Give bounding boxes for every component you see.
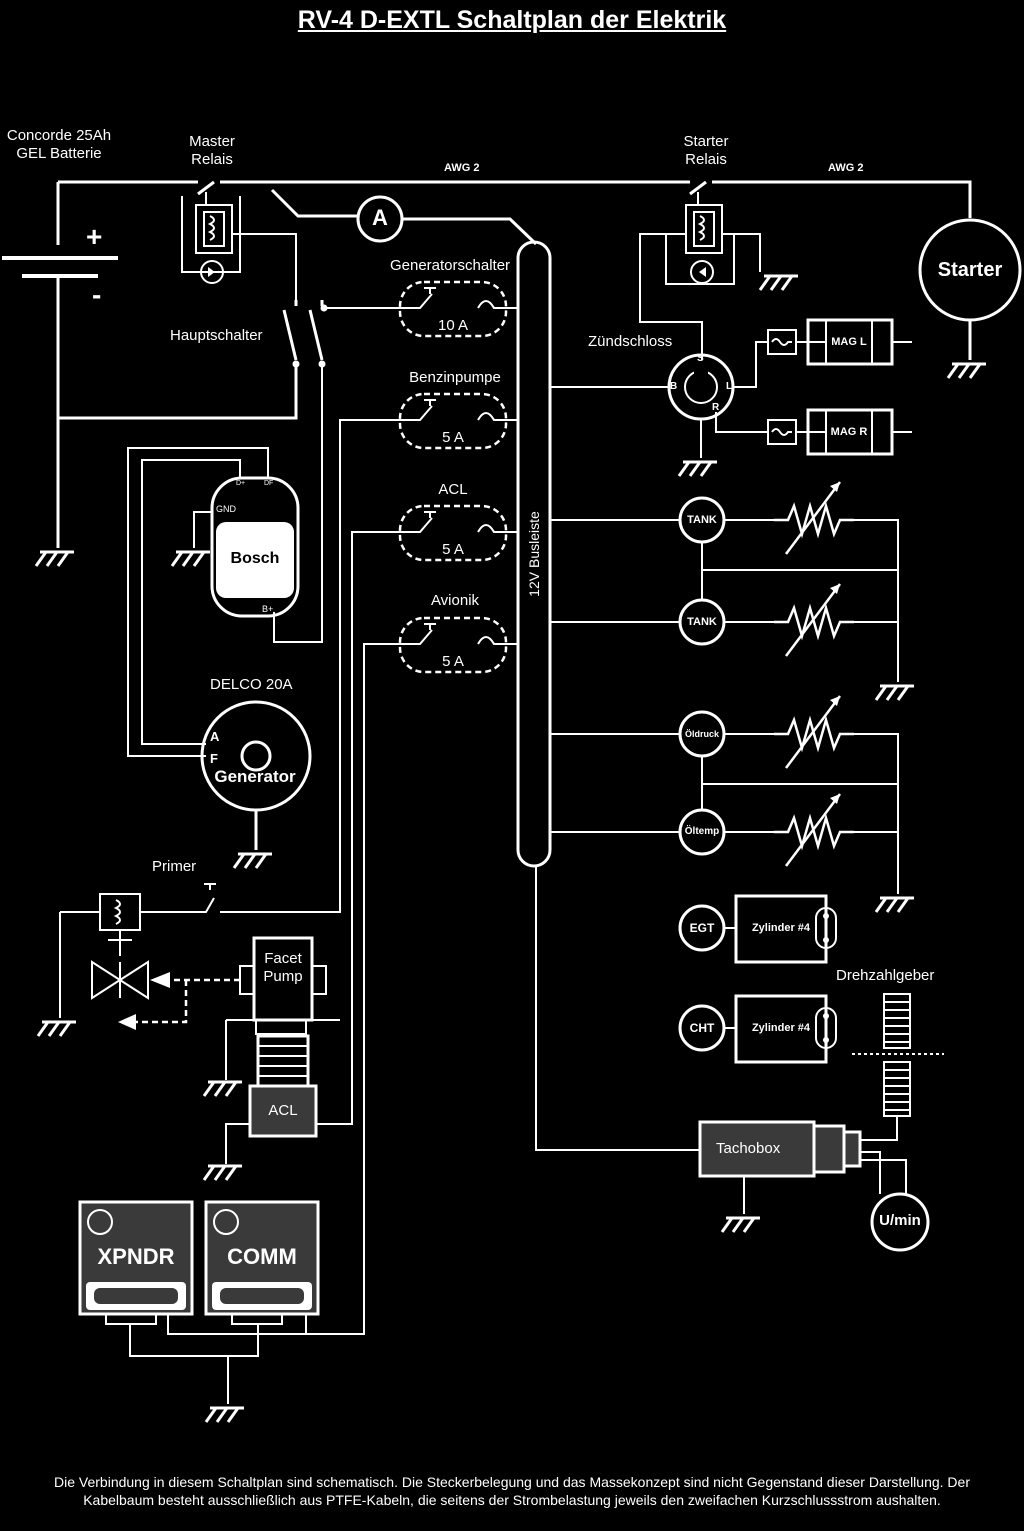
switch-generatorschalter — [398, 280, 508, 338]
egt-cyl-label: Zylinder #4 — [751, 922, 811, 934]
xpndr-label: XPNDR — [97, 1244, 175, 1269]
switch-avionik — [398, 616, 508, 674]
gauge-tank-2: TANK — [687, 616, 717, 628]
switch-label-generator: Generatorschalter — [389, 257, 511, 274]
regulator-df: DF — [264, 480, 274, 487]
generator-f: F — [210, 751, 218, 766]
main-switch-label: Hauptschalter — [170, 327, 263, 344]
switch-rating-acl: 5 A — [442, 541, 464, 558]
generator-icon — [200, 700, 312, 812]
magneto-right: MAG R — [830, 426, 868, 438]
bus-bar-label: 12V Busleiste — [526, 511, 542, 597]
rpm-sender-label: Drehzahlgeber — [836, 967, 935, 984]
bus-bar — [516, 240, 552, 868]
ignition-b: B — [670, 381, 678, 392]
ignition-r: R — [712, 402, 720, 413]
gauge-oeldruck: Öldruck — [684, 729, 719, 739]
switch-label-avionik: Avionik — [430, 592, 480, 609]
switch-label-benzinpumpe: Benzinpumpe — [409, 369, 501, 386]
comm-label: COMM — [227, 1244, 297, 1269]
footnote: Die Verbindung in diesem Schaltplan sind… — [54, 1474, 970, 1508]
awg-right-label: AWG 2 — [828, 162, 864, 174]
generator-title: DELCO 20A — [210, 676, 293, 693]
ammeter-label: A — [372, 205, 388, 230]
switch-acl — [398, 504, 508, 562]
egt-sensor-label: EGT — [689, 921, 715, 935]
regulator-bplus: B+ — [262, 604, 274, 614]
regulator-gnd: GND — [216, 504, 236, 514]
switch-benzinpumpe — [398, 392, 508, 450]
ignition-l: L — [726, 381, 733, 392]
magneto-left: MAG L — [831, 336, 867, 348]
page-title: RV-4 D-EXTL Schaltplan der Elektrik — [297, 6, 727, 34]
tachobox-label: Tachobox — [716, 1140, 781, 1157]
generator-a: A — [210, 729, 220, 744]
cht-cyl-label: Zylinder #4 — [751, 1022, 811, 1034]
acl-unit-label: ACL — [268, 1102, 298, 1119]
switch-rating-benzinpumpe: 5 A — [442, 429, 464, 446]
ground-icon — [34, 550, 76, 568]
gauge-tank-1: TANK — [687, 514, 717, 526]
starter-label: Starter — [937, 259, 1003, 281]
cht-sensor-label: CHT — [689, 1021, 715, 1035]
ignition-label: Zündschloss — [588, 333, 673, 350]
battery-minus: - — [92, 279, 102, 310]
battery-plus: + — [86, 221, 103, 252]
switch-rating-avionik: 5 A — [442, 653, 464, 670]
generator-label: Generator — [214, 767, 296, 786]
primer-label: Primer — [152, 858, 197, 875]
ignition-s: S — [697, 353, 704, 364]
rpm-label: U/min — [879, 1212, 921, 1229]
awg-left-label: AWG 2 — [444, 162, 480, 174]
switch-label-acl: ACL — [438, 481, 468, 498]
gauge-oeltemp: Öltemp — [684, 826, 720, 837]
regulator-dplus: D+ — [236, 480, 246, 487]
switch-rating-generator: 10 A — [437, 317, 469, 334]
regulator-label: Bosch — [230, 550, 280, 567]
